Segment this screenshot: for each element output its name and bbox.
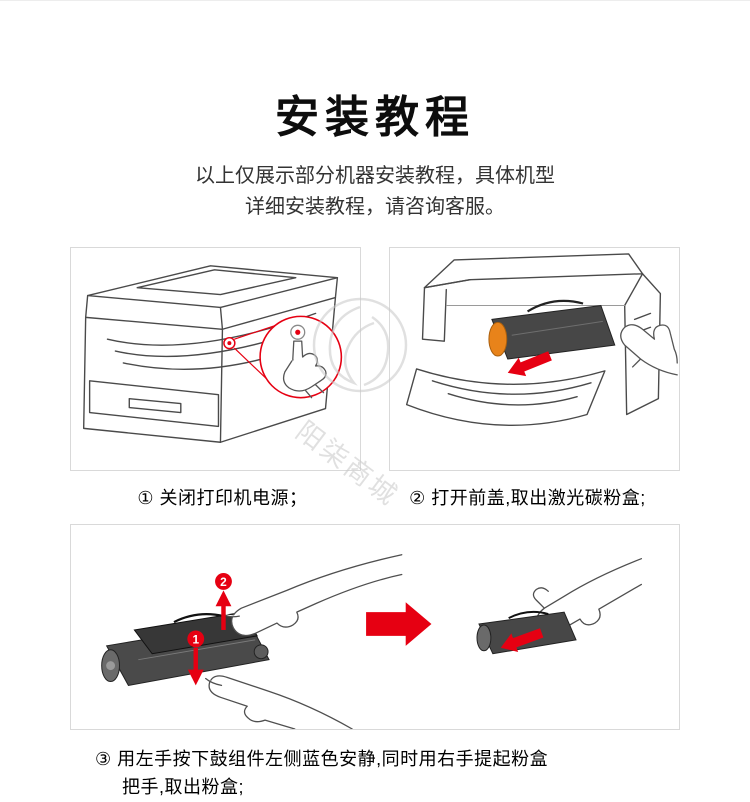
step2-caption: ② 打开前盖,取出激光碳粉盒; [409, 488, 646, 508]
printer-power-off-illustration [82, 265, 343, 443]
left-hand-icon [205, 675, 353, 729]
step-arrow-up: 2 [215, 573, 232, 630]
step3-caption-line-2: 把手,取出粉盒; [122, 776, 245, 797]
subtitle-line-1: 以上仅展示部分机器安装教程，具体机型 [195, 165, 555, 187]
page-title: 安装教程 [275, 93, 475, 142]
captions-row: ① 关闭打印机电源； ② 打开前盖,取出激光碳粉盒; [70, 484, 680, 510]
step3-panel: 2 1 [70, 524, 680, 730]
next-step-arrow [366, 602, 432, 646]
power-button-icon [290, 324, 306, 340]
pull-direction-arrow [500, 628, 544, 653]
step1-caption: ① 关闭打印机电源； [137, 488, 308, 508]
printer-line-art [405, 253, 662, 426]
drum-roller [488, 321, 508, 357]
toner-cartridge [488, 299, 616, 360]
remove-direction-arrow [507, 351, 552, 377]
subtitle-line-2: 详细安装教程，请咨询客服。 [245, 196, 505, 218]
step3-caption-line-1: ③ 用左手按下鼓组件左侧蓝色安静,同时用右手提起粉盒 [95, 749, 549, 769]
printer-open-cover-illustration [405, 253, 678, 426]
step-arrow-down: 1 [187, 630, 205, 686]
remove-toner-steps-illustration: 2 1 [101, 554, 643, 729]
toner-cartridge-right [476, 610, 577, 655]
toner-handle-right [508, 610, 549, 619]
step-panels-row [70, 247, 680, 471]
toner-handle [173, 613, 224, 624]
step-marker-1-label: 1 [192, 632, 199, 646]
pulling-hand-icon [620, 324, 678, 376]
step-marker-2 [215, 573, 232, 590]
step1-panel [70, 247, 361, 471]
power-button-zoom [223, 315, 343, 399]
step-marker-2-label: 2 [220, 575, 227, 589]
step-marker-1 [187, 630, 205, 648]
step2-panel [389, 247, 680, 471]
drum-gear [253, 644, 269, 660]
cartridge-handle [526, 299, 584, 313]
step3-caption: ③ 用左手按下鼓组件左侧蓝色安静,同时用右手提起粉盒 把手,取出粉盒; [95, 746, 680, 802]
